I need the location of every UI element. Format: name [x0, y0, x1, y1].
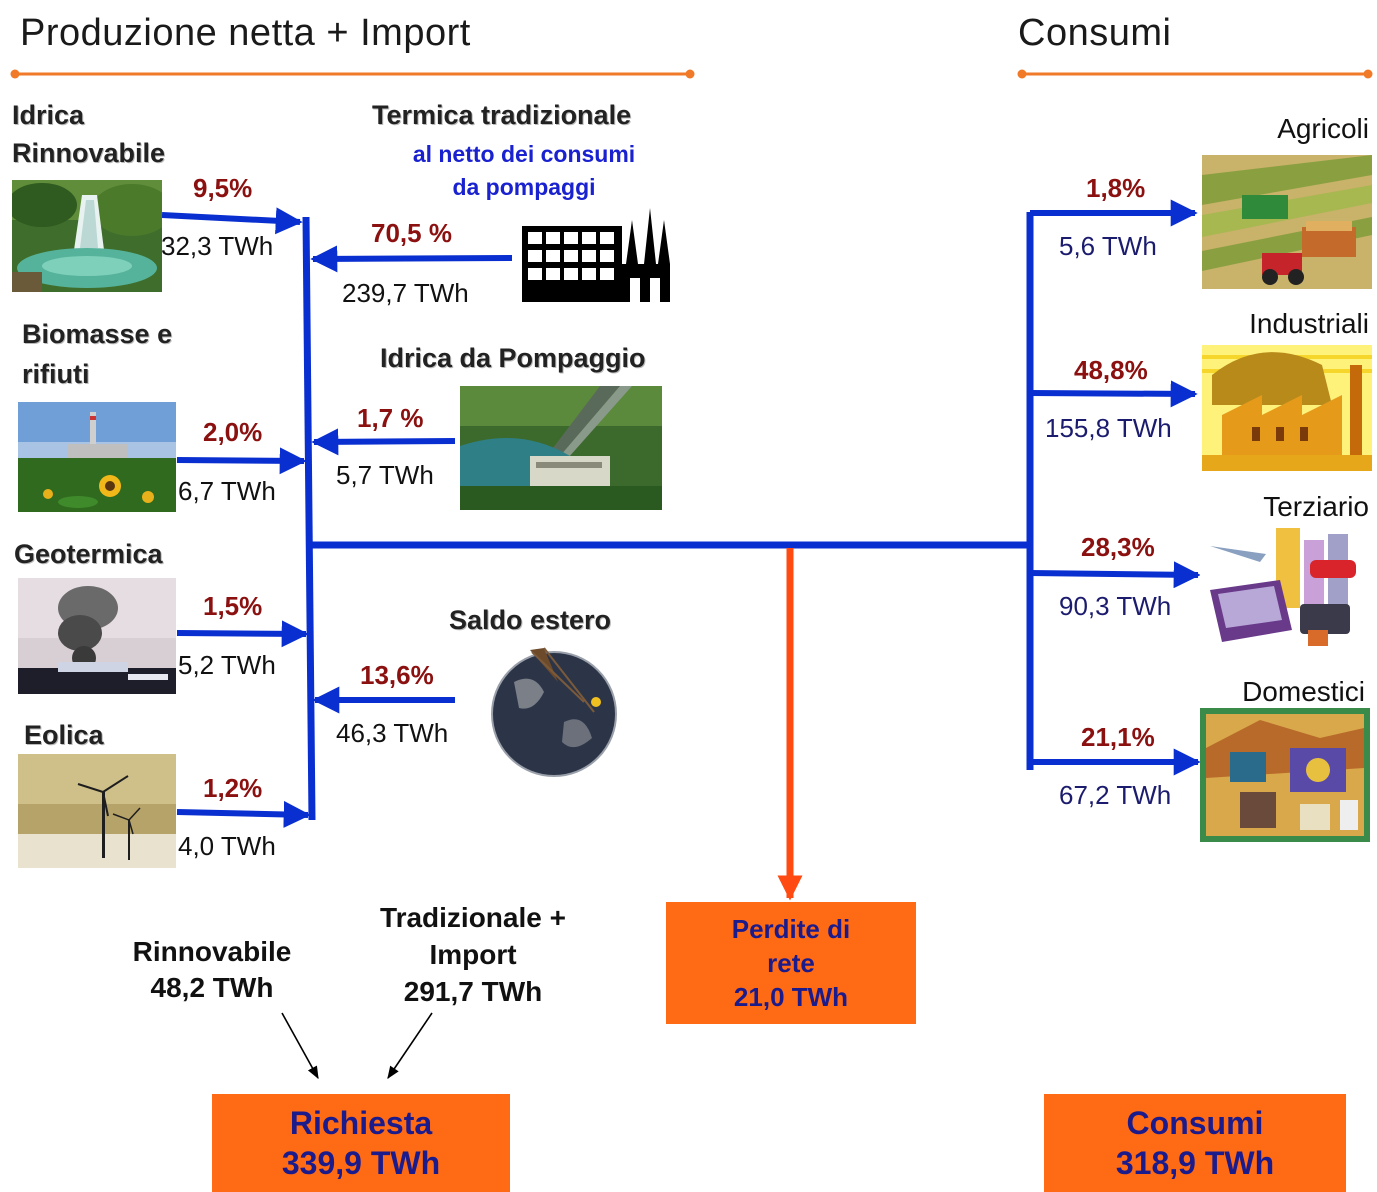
termica-subtitle-line2: da pompaggi: [452, 174, 596, 200]
perdite-line2: rete: [767, 948, 815, 978]
arrow-rinnovabile-to-richiesta: [281, 1012, 319, 1080]
idrica-rinnovabile-twh: 32,3 TWh: [161, 231, 274, 261]
collector-bus-left: [302, 216, 316, 821]
tradizionale-summary-line3: 291,7 TWh: [403, 976, 543, 1007]
idrica-rinnovabile-title-line1: Idrica: [12, 100, 85, 130]
eolica-pct: 1,2%: [203, 773, 263, 803]
arrow-industriali: [1029, 380, 1198, 408]
terziario-twh: 90,3 TWh: [1059, 591, 1172, 621]
waterfall-photo: [12, 180, 162, 292]
consumi-box: Consumi 318,9 TWh: [1044, 1094, 1346, 1192]
domestici-pct: 21,1%: [1081, 722, 1155, 752]
home-appliances-clipart: [1200, 708, 1370, 842]
biomass-plant-photo: [18, 402, 176, 512]
header-consumption: Consumi: [1018, 12, 1172, 54]
arrow-terziario: [1029, 561, 1201, 589]
biomasse-pct: 2,0%: [203, 417, 263, 447]
biomasse-title-line2: rifiuti: [22, 359, 90, 389]
arrow-idrica-pompaggio: [311, 428, 456, 456]
idrica-pompaggio-title: Idrica da Pompaggio: [380, 343, 646, 373]
pumped-hydro-photo: [460, 386, 662, 510]
eolica-title: Eolica: [24, 720, 104, 750]
factory-clipart: [1202, 345, 1372, 471]
header-rule-left: [10, 69, 695, 79]
office-devices-clipart: [1200, 520, 1372, 658]
rinnovabile-summary-line2: 48,2 TWh: [150, 972, 274, 1003]
terziario-label: Terziario: [1263, 491, 1369, 522]
idrica-pompaggio-pct: 1,7 %: [357, 403, 424, 433]
arrow-biomasse: [176, 447, 307, 475]
perdite-box: Perdite di rete 21,0 TWh: [666, 902, 916, 1024]
consumi-line2: 318,9 TWh: [1115, 1145, 1275, 1181]
saldo-estero-title: Saldo estero: [449, 605, 612, 635]
richiesta-line1: Richiesta: [289, 1105, 433, 1141]
saldo-estero-pct: 13,6%: [360, 660, 434, 690]
arrow-geotermica: [176, 620, 309, 648]
arrow-eolica: [176, 800, 311, 828]
tradizionale-summary-line2: Import: [429, 939, 517, 970]
arrow-idrica-rinnovabile: [161, 207, 303, 235]
domestici-label: Domestici: [1242, 676, 1365, 707]
geotermica-title: Geotermica: [14, 539, 163, 569]
industriali-twh: 155,8 TWh: [1045, 413, 1172, 443]
richiesta-box: Richiesta 339,9 TWh: [212, 1094, 510, 1192]
industriali-pct: 48,8%: [1074, 355, 1148, 385]
consumi-line1: Consumi: [1126, 1105, 1264, 1141]
arrow-tradizionale-to-richiesta: [387, 1012, 433, 1080]
geotermica-twh: 5,2 TWh: [178, 650, 276, 680]
biomasse-title-line1: Biomasse e: [22, 319, 173, 349]
termica-title: Termica tradizionale: [372, 100, 632, 130]
header-production: Produzione netta + Import: [20, 12, 471, 54]
biomasse-twh: 6,7 TWh: [178, 476, 276, 506]
saldo-estero-twh: 46,3 TWh: [336, 718, 449, 748]
termica-twh: 239,7 TWh: [342, 278, 469, 308]
arrow-termica: [310, 245, 513, 273]
tradizionale-summary-line1: Tradizionale +: [380, 902, 566, 933]
perdite-line1: Perdite di: [731, 914, 851, 944]
agriculture-clipart: [1202, 155, 1372, 289]
eolica-twh: 4,0 TWh: [178, 831, 276, 861]
thermal-plant-icon: [518, 200, 674, 304]
terziario-pct: 28,3%: [1081, 532, 1155, 562]
geotermica-pct: 1,5%: [203, 591, 263, 621]
termica-pct: 70,5 %: [371, 218, 452, 248]
termica-subtitle-line1: al netto dei consumi: [412, 141, 636, 167]
geothermal-photo: [18, 578, 176, 694]
idrica-pompaggio-twh: 5,7 TWh: [336, 460, 434, 490]
header-rule-right: [1017, 69, 1373, 79]
rinnovabile-summary-line1: Rinnovabile: [132, 936, 292, 967]
industriali-label: Industriali: [1249, 308, 1369, 339]
globe-icon: [474, 642, 638, 784]
perdite-line3: 21,0 TWh: [733, 982, 849, 1012]
richiesta-line2: 339,9 TWh: [281, 1145, 441, 1181]
idrica-rinnovabile-pct: 9,5%: [193, 173, 253, 203]
agricoli-label: Agricoli: [1277, 113, 1369, 144]
wind-turbine-photo: [18, 754, 176, 868]
domestici-twh: 67,2 TWh: [1059, 780, 1172, 810]
idrica-rinnovabile-title-line2: Rinnovabile: [12, 138, 166, 168]
agricoli-pct: 1,8%: [1086, 173, 1146, 203]
agricoli-twh: 5,6 TWh: [1059, 231, 1157, 261]
